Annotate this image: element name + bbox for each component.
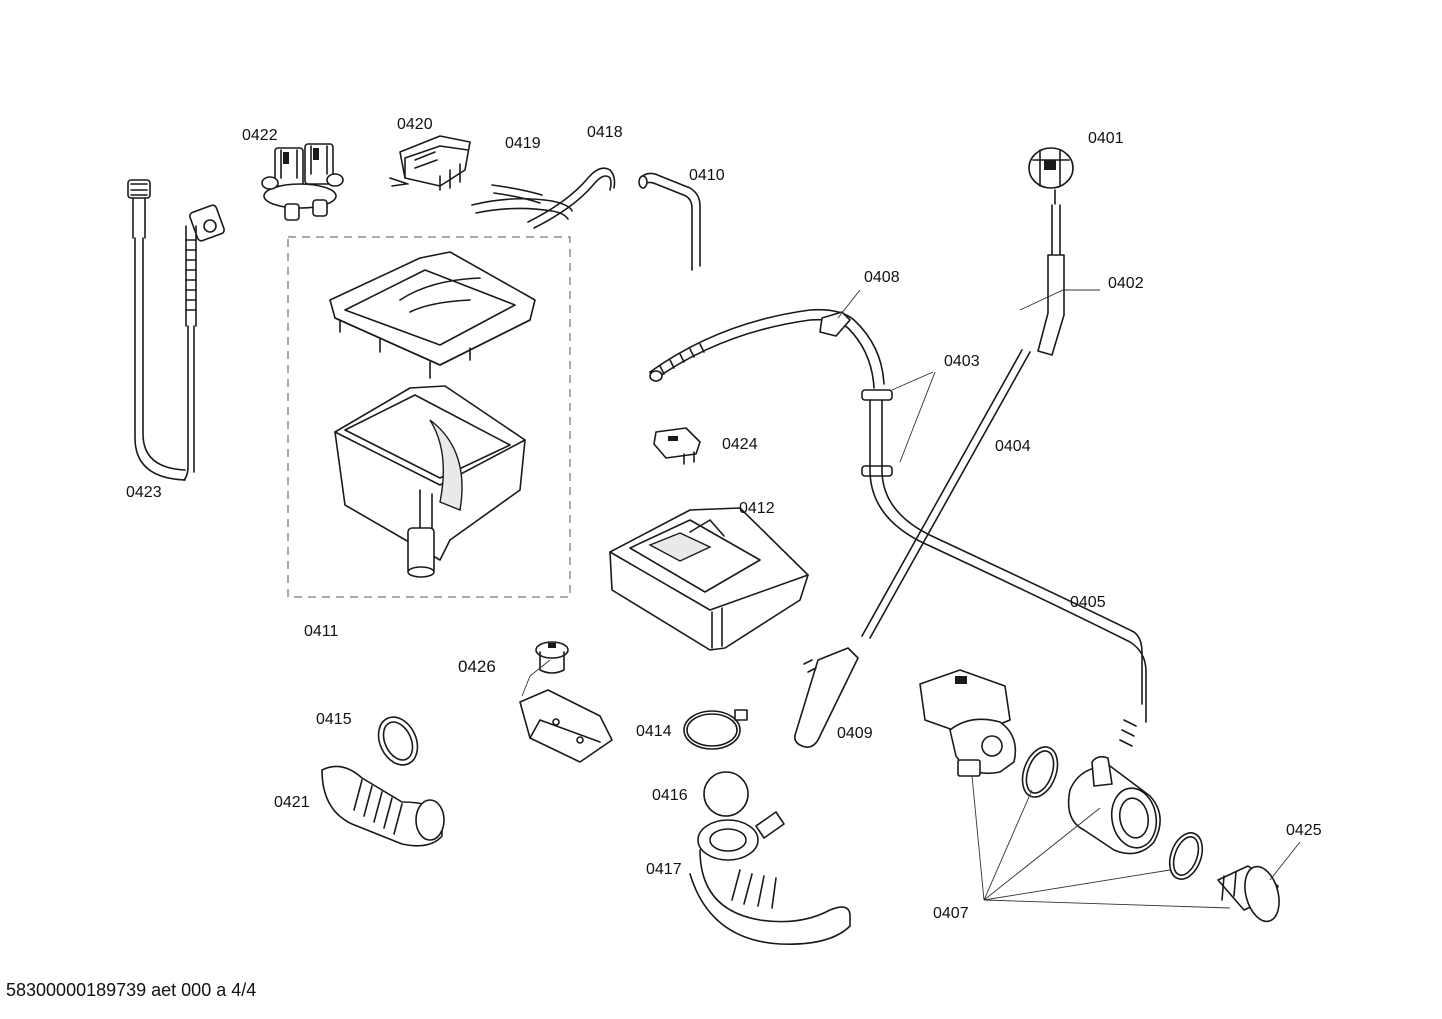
label-0407: 0407 [933,905,969,922]
label-0403: 0403 [944,353,980,370]
part-0408-hose [649,308,885,389]
label-0401: 0401 [1088,130,1124,147]
label-0408: 0408 [864,269,900,286]
leader-lines [521,289,1301,909]
part-0407-pump-housing [1067,755,1161,855]
part-0421-bellows-hose [321,765,445,847]
part-0419-hose [471,184,573,220]
label-0419: 0419 [505,135,541,152]
part-0424-clip [653,427,701,465]
part-0404-hose [861,349,1031,639]
label-0412: 0412 [739,500,775,517]
part-0412-detergent-drawer [609,507,809,651]
label-0415: 0415 [316,711,352,728]
part-0403-clamp [861,389,893,477]
part-0415-ring [377,716,419,766]
label-0421: 0421 [274,794,310,811]
part-0407-ring-a [1021,746,1059,798]
part-0407-drain-pump [919,669,1017,777]
label-0423: 0423 [126,484,162,501]
document-footer-id: 58300000189739 aet 000 a 4/4 [6,980,257,1000]
part-0417-sump-hose [689,811,851,945]
label-0420: 0420 [397,116,433,133]
part-0410-hose [638,172,701,271]
label-0405: 0405 [1070,594,1106,611]
part-0414-ring [683,709,748,750]
part-0418-hose [527,167,616,229]
label-0410: 0410 [689,167,725,184]
label-0416: 0416 [652,787,688,804]
label-0411: 0411 [304,623,339,640]
part-0407-ring-b [1168,832,1204,880]
part-0416-ball [703,771,749,817]
part-0425-filter [1217,865,1280,923]
label-0422: 0422 [242,127,278,144]
part-0405-hose [869,399,1147,747]
part-0423-inlet-hose [127,179,225,481]
part-0422-inlet-valve [261,143,344,221]
part-0409-sensor [794,647,859,748]
assembly-0411-outline [287,236,571,598]
callout-labels: 0401 0402 0403 0404 0405 0407 0408 0409 … [126,116,1322,922]
part-0426-cap [535,641,569,674]
part-0420-bracket [389,135,471,191]
label-0414: 0414 [636,723,672,740]
label-0424: 0424 [722,436,758,453]
label-0425: 0425 [1286,822,1322,839]
label-0402: 0402 [1108,275,1144,292]
part-0401-pressure-switch [1028,147,1074,205]
part-0402-hose [1037,204,1065,356]
label-0418: 0418 [587,124,623,141]
label-0404: 0404 [995,438,1031,455]
label-0409: 0409 [837,725,873,742]
part-0411-detergent-drawer-housing [329,251,536,578]
part-0426-tray [519,689,613,763]
label-0426: 0426 [458,657,496,676]
label-0417: 0417 [646,861,682,878]
